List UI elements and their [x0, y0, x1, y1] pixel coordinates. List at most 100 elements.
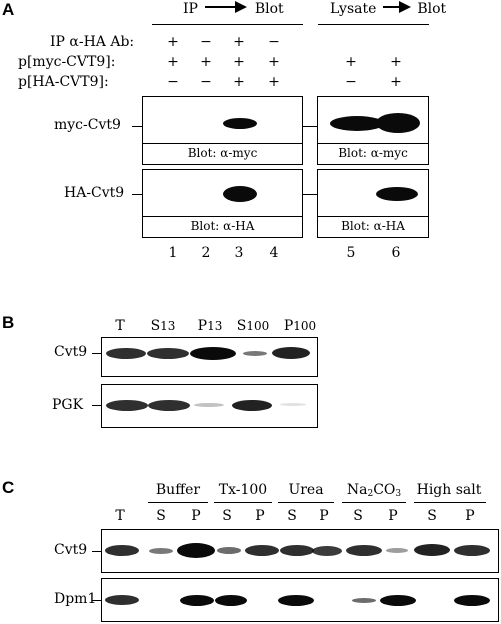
- band: [454, 545, 490, 556]
- condition-label: p[HA-CVT9]:: [18, 74, 109, 90]
- blot-label: Blot: α-myc: [143, 143, 302, 164]
- condition-sign: +: [268, 54, 280, 70]
- blot-c-dpm1: [101, 578, 499, 622]
- group-rule: [414, 502, 486, 503]
- condition-sign: +: [233, 74, 245, 90]
- row-tick: [92, 405, 102, 406]
- condition-sign: +: [233, 54, 245, 70]
- band: [414, 544, 450, 556]
- panel-b-letter: B: [2, 313, 15, 332]
- blot-b-pgk: [101, 384, 318, 428]
- condition-sign: +: [390, 54, 402, 70]
- band: [147, 348, 189, 359]
- condition-sign: +: [167, 54, 179, 70]
- band: [223, 118, 257, 129]
- band: [190, 347, 236, 360]
- group-label: Buffer: [155, 482, 201, 498]
- group-label: High salt: [416, 482, 482, 498]
- lane-label-base: P: [197, 318, 208, 334]
- lane-number: 3: [234, 245, 244, 261]
- band: [243, 351, 267, 356]
- ip-header: IP Blot: [183, 1, 284, 17]
- lane-label: P: [191, 508, 201, 524]
- row-label-pgk: PGK: [52, 397, 84, 413]
- band: [177, 543, 215, 558]
- band: [278, 595, 314, 606]
- row-tick: [132, 194, 142, 195]
- band: [376, 113, 420, 133]
- lane-label-sub: 100: [246, 319, 270, 333]
- lane-label: P: [255, 508, 265, 524]
- lane-number: 6: [391, 245, 401, 261]
- condition-sign: +: [167, 34, 179, 50]
- band: [380, 595, 416, 606]
- band: [105, 595, 139, 605]
- band: [376, 187, 418, 201]
- panel-a-letter: A: [2, 0, 15, 19]
- band: [245, 545, 279, 556]
- arrow-right-icon: [205, 1, 248, 17]
- ip-header-label: IP: [183, 1, 198, 17]
- lysate-header-label: Lysate: [330, 1, 377, 17]
- condition-sign: −: [200, 74, 212, 90]
- band: [330, 116, 384, 131]
- condition-label: p[myc-CVT9]:: [18, 54, 116, 70]
- condition-sign: −: [345, 74, 357, 90]
- blot-label: Blot: α-HA: [318, 216, 428, 237]
- condition-sign: +: [345, 54, 357, 70]
- band: [180, 595, 214, 606]
- row-label-cvt9: Cvt9: [54, 542, 88, 558]
- lane-label-base: T: [115, 318, 125, 334]
- group-rule: [214, 502, 272, 503]
- lane-number: 5: [346, 245, 356, 261]
- condition-sign: +: [200, 54, 212, 70]
- condition-sign: +: [390, 74, 402, 90]
- arrow-right-icon: [382, 1, 411, 17]
- band: [232, 400, 272, 411]
- row-label-myc-cvt9: myc-Cvt9: [54, 117, 121, 133]
- band: [280, 403, 306, 406]
- group-rule: [278, 502, 334, 503]
- row-tick: [303, 126, 317, 127]
- lane-label: S: [222, 508, 232, 524]
- band: [346, 545, 382, 556]
- blot-lysate-myc: Blot: α-myc: [317, 96, 429, 165]
- condition-label: IP α-HA Ab:: [50, 34, 135, 50]
- row-label-dpm1: Dpm1: [54, 591, 97, 607]
- lane-label-t: T: [115, 318, 124, 334]
- band: [215, 595, 247, 606]
- band: [352, 598, 376, 603]
- band: [312, 546, 342, 556]
- row-tick: [303, 194, 317, 195]
- band: [149, 548, 173, 554]
- band: [272, 347, 310, 359]
- band: [454, 595, 490, 606]
- band: [106, 400, 148, 411]
- lane-label: S: [287, 508, 297, 524]
- group-rule: [148, 502, 208, 503]
- band: [106, 348, 146, 359]
- lysate-header: Lysate Blot: [330, 1, 446, 17]
- lane-label-sub: 13: [207, 319, 223, 333]
- lane-label-sub: 13: [160, 319, 176, 333]
- lane-number: 4: [269, 245, 279, 261]
- band: [194, 403, 224, 407]
- lane-label: P: [388, 508, 398, 524]
- row-tick: [92, 600, 102, 601]
- band: [105, 545, 139, 556]
- blot-label: Blot: α-HA: [143, 216, 302, 237]
- lane-number: 1: [168, 245, 178, 261]
- lane-label-s13: S13: [151, 318, 176, 334]
- blot-lysate-ha: Blot: α-HA: [317, 169, 429, 238]
- row-tick: [92, 353, 102, 354]
- row-tick: [92, 551, 102, 552]
- lane-number: 2: [201, 245, 211, 261]
- row-label-cvt9: Cvt9: [54, 344, 88, 360]
- lane-label: T: [115, 508, 125, 524]
- panel-c-letter: C: [2, 478, 15, 497]
- condition-sign: −: [200, 34, 212, 50]
- blot-ip-ha: Blot: α-HA: [142, 169, 303, 238]
- blot-ip-myc: Blot: α-myc: [142, 96, 303, 165]
- condition-sign: −: [268, 34, 280, 50]
